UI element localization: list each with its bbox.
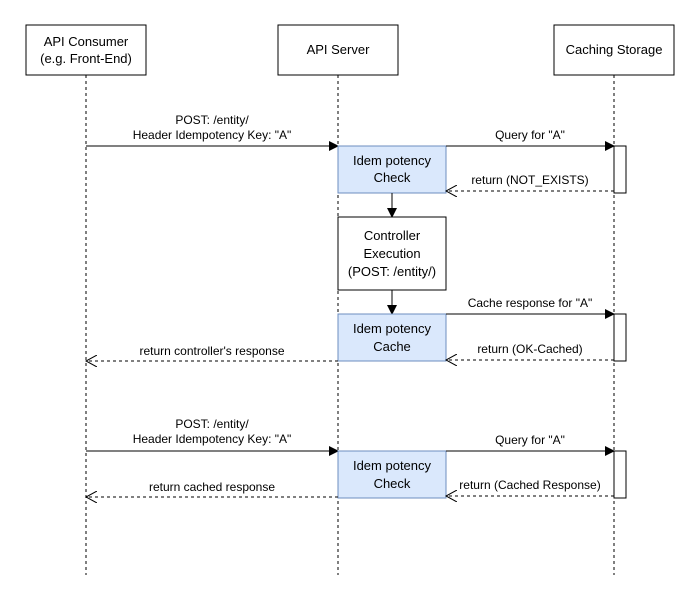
controller-line1: Controller	[364, 228, 421, 243]
return-label: return (NOT_EXISTS)	[471, 173, 588, 187]
idempotency-check-box	[337, 450, 447, 499]
storage-activation	[613, 450, 627, 499]
participant-api-consumer: API Consumer (e.g. Front-End)	[25, 24, 147, 76]
participant-name: Caching Storage	[566, 42, 663, 57]
flow-first-request: POST: /entity/ Header Idempotency Key: "…	[86, 113, 627, 362]
idempotency-cache-box	[337, 313, 447, 362]
participant-box	[553, 24, 675, 76]
idempotency-check-line1: Idem potency	[353, 153, 432, 168]
query-label: Query for "A"	[495, 128, 565, 142]
idempotency-cache-line1: Idem potency	[353, 321, 432, 336]
response-label: return controller's response	[139, 344, 284, 358]
participant-api-server: API Server	[277, 24, 399, 76]
request-label-line1: POST: /entity/	[175, 113, 249, 127]
idempotency-check-line1: Idem potency	[353, 458, 432, 473]
idempotency-check-box	[337, 145, 447, 194]
participant-box	[25, 24, 147, 76]
cache-label: Cache response for "A"	[468, 296, 593, 310]
idempotency-cache-line2: Cache	[373, 339, 411, 354]
storage-activation	[613, 313, 627, 362]
participant-subtitle: (e.g. Front-End)	[40, 51, 132, 66]
return-label: return (Cached Response)	[459, 478, 600, 492]
idempotency-check-line2: Check	[374, 170, 411, 185]
request-label-line2: Header Idempotency Key: "A"	[133, 432, 292, 446]
cache-return-label: return (OK-Cached)	[477, 342, 582, 356]
participant-name: API Consumer	[44, 34, 129, 49]
participant-name: API Server	[307, 42, 371, 57]
flow-second-request: POST: /entity/ Header Idempotency Key: "…	[86, 417, 627, 499]
controller-line2: Execution	[363, 246, 420, 261]
participant-caching-storage: Caching Storage	[553, 24, 675, 76]
storage-activation	[613, 145, 627, 194]
request-label-line1: POST: /entity/	[175, 417, 249, 431]
response-label: return cached response	[149, 480, 275, 494]
controller-line3: (POST: /entity/)	[348, 264, 436, 279]
request-label-line2: Header Idempotency Key: "A"	[133, 128, 292, 142]
query-label: Query for "A"	[495, 433, 565, 447]
participant-box	[277, 24, 399, 76]
idempotency-check-line2: Check	[374, 476, 411, 491]
